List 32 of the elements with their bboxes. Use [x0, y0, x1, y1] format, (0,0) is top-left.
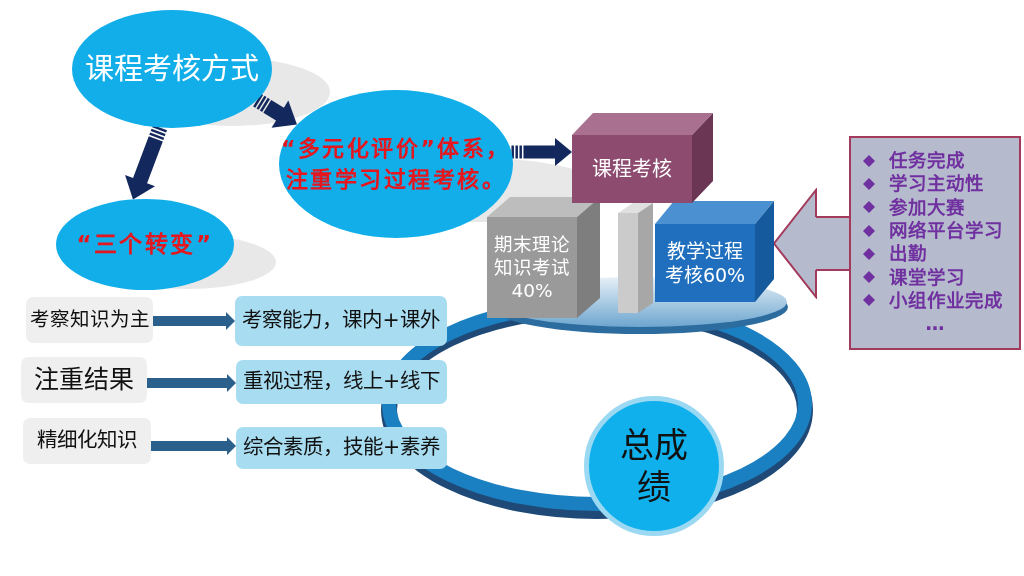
- label-box: [236, 427, 447, 469]
- label-text: 考察能力，课内+课外: [242, 308, 440, 334]
- list-item: 小组作业完成: [889, 288, 1003, 312]
- arrow: [153, 312, 235, 330]
- arrow: [151, 437, 236, 455]
- topic-text: “三个转变”: [76, 230, 214, 259]
- ellipsis-text: …: [925, 312, 945, 335]
- block-text: 期末理论知识考试40%: [493, 233, 571, 302]
- arrow: [511, 138, 572, 166]
- list-panel: [849, 136, 1021, 350]
- label-text: 重视过程，线上+线下: [242, 369, 441, 395]
- label-box: [21, 357, 147, 403]
- list-item: 课堂学习: [889, 265, 965, 289]
- label-box: [23, 418, 151, 464]
- label-box: [235, 296, 447, 346]
- label-text: 考察知识为主: [29, 307, 150, 333]
- topic-text: “多元化评价”体系，注重学习过程考核。: [280, 135, 512, 194]
- block-text: 教学过程考核60%: [663, 239, 747, 287]
- label-text: 综合素质，技能+素养: [242, 435, 441, 461]
- list-item: 参加大赛: [889, 195, 965, 219]
- label-text: 注重结果: [34, 364, 134, 396]
- block-text: 课程考核: [592, 156, 672, 182]
- list-item: 学习主动性: [889, 172, 984, 196]
- label-box: [26, 297, 153, 343]
- list-item: 网络平台学习: [889, 219, 1003, 243]
- arrow: [147, 374, 236, 392]
- topic-text: 课程考核方式: [85, 50, 259, 88]
- label-box: [236, 360, 447, 404]
- score-text: 总成绩: [619, 424, 689, 508]
- list-item: 任务完成: [889, 149, 965, 173]
- list-item: 出勤: [889, 242, 927, 266]
- label-text: 精细化知识: [37, 428, 137, 454]
